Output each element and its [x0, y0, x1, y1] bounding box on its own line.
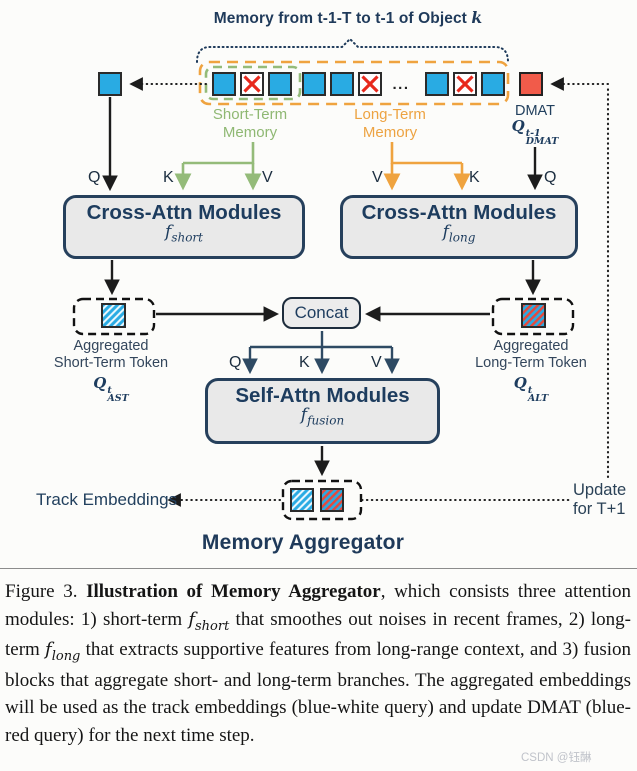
output-token-blue-white	[290, 488, 314, 512]
label-v-short: V	[262, 169, 273, 186]
memory-token-blue	[212, 72, 236, 96]
crossed-token-x-icon	[243, 75, 261, 93]
label-k-short: K	[163, 169, 174, 186]
cross-attn-short-fn: fshort	[66, 222, 302, 245]
figure-top-title-text: Memory from t-1-T to t-1 of Object	[213, 10, 467, 27]
agg-long-label-line2: Long-Term Token	[475, 355, 587, 372]
caption-f-short: f	[188, 608, 195, 630]
agg-short-q-sup: t	[107, 384, 112, 396]
output-token-blue-red	[320, 488, 344, 512]
label-q-dmat: Q	[544, 169, 557, 186]
memory-token-blue	[425, 72, 449, 96]
caption-bold-title: Illustration of Memory Aggregator	[86, 581, 381, 602]
agg-short-token-dashed-box	[72, 297, 156, 336]
caption-seg4: that extracts supportive features from l…	[5, 639, 631, 746]
agg-short-token-blue-white	[101, 303, 126, 328]
figure-caption: Figure 3. Illustration of Memory Aggrega…	[0, 569, 637, 749]
watermark: CSDN @钰醂	[521, 752, 592, 764]
short-term-memory-label-line1: Short-Term	[212, 106, 288, 123]
output-tokens-dashed-box	[281, 479, 363, 521]
self-attn-box: Self-Attn Modules ffusion	[205, 378, 440, 444]
label-k-long: K	[469, 169, 480, 186]
long-term-memory-label: Long-Term Memory	[330, 106, 450, 143]
short-term-memory-label-line2: Memory	[222, 124, 278, 142]
memory-ellipsis: ...	[392, 76, 409, 93]
memory-token-row: ...	[212, 72, 505, 96]
cross-attn-short-box: Cross-Attn Modules fshort	[63, 195, 305, 259]
agg-short-label-line1: Aggregated	[73, 338, 149, 354]
f-long-sub: long	[448, 230, 476, 245]
label-v-long: V	[372, 169, 383, 186]
long-term-memory-label-line2: Memory	[362, 124, 418, 142]
dmat-token	[519, 72, 543, 96]
agg-short-label-line2: Short-Term Token	[53, 355, 169, 372]
label-k-fusion: K	[299, 354, 310, 371]
f-fusion-base: f	[300, 405, 308, 426]
memory-aggregator-diagram: ...	[72, 37, 610, 521]
short-term-kv-connector	[183, 142, 255, 165]
agg-long-token-blue-red	[521, 303, 546, 328]
dmat-q-base: Q	[511, 117, 525, 135]
label-v-fusion: V	[371, 354, 382, 371]
caption-prefix: Figure 3.	[5, 581, 87, 602]
update-label: Update for T+1	[573, 481, 626, 519]
long-term-memory-dashed-box	[198, 60, 510, 106]
figure-top-title: Memory from t-1-T to t-1 of Object k	[113, 8, 583, 28]
concat-box: Concat	[282, 297, 361, 329]
agg-short-q-base: Q	[93, 373, 107, 392]
memory-token-blue	[330, 72, 354, 96]
f-short-sub: short	[171, 230, 203, 245]
caption-seg3: that smoothes out noises in recent frame…	[5, 608, 631, 661]
memory-token-blue	[302, 72, 326, 96]
concat-branch-connector	[250, 331, 392, 349]
caption-seg2: , which consists three attention modules…	[5, 581, 632, 630]
memory-token-blue	[481, 72, 505, 96]
track-embeddings-label: Track Embeddings	[36, 490, 178, 509]
crossed-token-x-icon	[456, 75, 474, 93]
agg-short-q-sub: AST	[107, 392, 129, 404]
cross-attn-long-title: Cross-Attn Modules	[361, 201, 557, 224]
diagram-title: Memory Aggregator	[201, 531, 405, 554]
caption-f-long-sub: long	[51, 648, 81, 664]
agg-long-q-sup: t	[527, 384, 533, 396]
cross-attn-long-fn: flong	[343, 222, 575, 245]
agg-long-token-dashed-box	[491, 297, 575, 336]
short-term-memory-label: Short-Term Memory	[190, 106, 310, 143]
figure-top-title-object-var: k	[471, 8, 483, 27]
cross-attn-short-title: Cross-Attn Modules	[86, 201, 282, 224]
track-query-token	[98, 72, 122, 96]
self-attn-title: Self-Attn Modules	[235, 384, 410, 407]
long-term-vk-connector	[390, 142, 462, 165]
memory-span-brace	[196, 37, 509, 63]
long-term-memory-label-line1: Long-Term	[354, 106, 426, 123]
cross-attn-long-box: Cross-Attn Modules flong	[340, 195, 578, 259]
update-label-line1: Update	[573, 481, 627, 499]
self-attn-fn: ffusion	[208, 405, 437, 428]
update-label-line2: for T+1	[573, 500, 626, 519]
caption-f-long: f	[45, 639, 52, 661]
memory-token-blue	[268, 72, 292, 96]
dmat-label: DMAT	[514, 103, 555, 119]
f-fusion-sub: fusion	[307, 413, 345, 428]
crossed-token-x-icon	[361, 75, 379, 93]
dmat-q-sup: t-1	[525, 128, 541, 139]
dmat-q-sub: DMAT	[525, 136, 559, 147]
agg-long-q-sub: ALT	[527, 392, 549, 404]
caption-divider	[0, 568, 637, 569]
caption-f-short-sub: short	[195, 618, 230, 634]
agg-long-q-base: Q	[513, 373, 527, 392]
f-short-base: f	[165, 222, 172, 243]
figure-caption-block: Figure 3. Illustration of Memory Aggrega…	[0, 568, 637, 749]
label-q-fusion: Q	[229, 354, 242, 371]
label-q-short: Q	[88, 169, 101, 186]
f-long-base: f	[442, 222, 449, 243]
agg-long-label-line1: Aggregated	[493, 338, 569, 354]
